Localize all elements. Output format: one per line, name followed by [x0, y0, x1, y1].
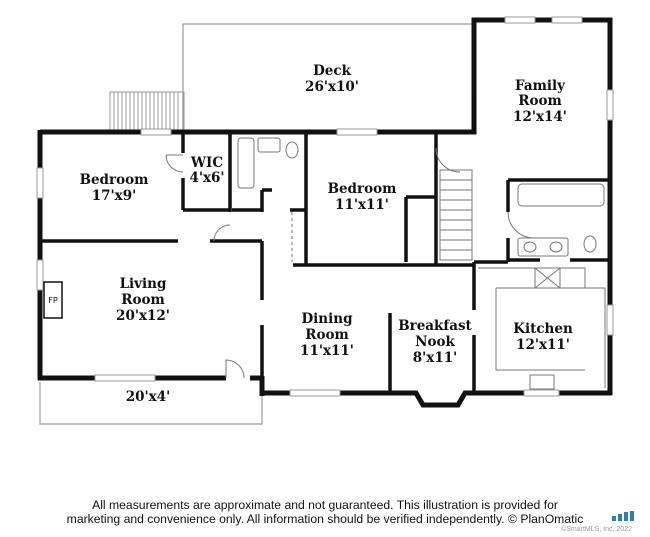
kitchen-name: Kitchen: [513, 321, 573, 337]
bath-fixtures: [237, 137, 605, 257]
bedroom-mid-size: 11'x11': [335, 197, 389, 213]
fireplace-box: [43, 281, 63, 319]
dining-room-size: 11'x11': [300, 343, 354, 359]
doors: [165, 147, 535, 379]
copyright: ©SmartMLS, Inc. 2022: [561, 526, 632, 533]
deck-stairs: [109, 91, 185, 131]
disclaimer-line-1: All measurements are approximate and not…: [92, 498, 558, 512]
stairs: [439, 169, 473, 261]
breakfast-nook-name-2: Nook: [415, 334, 455, 350]
porch-size: 20'x4': [126, 389, 171, 405]
disclaimer: All measurements are approximate and not…: [20, 498, 630, 526]
bedroom-left-size: 17'x9': [92, 188, 137, 204]
living-room-name-1: Living: [120, 276, 167, 292]
bedroom-left-name: Bedroom: [80, 172, 149, 188]
planomatic-logo-icon: [612, 511, 638, 521]
floor-plan: FP Deck 26'x10' Family: [36, 16, 614, 425]
living-room-size: 20'x12': [116, 308, 170, 324]
disclaimer-line-2: marketing and convenience only. All info…: [66, 512, 584, 526]
family-room-name-2: Room: [518, 93, 562, 109]
windows: [36, 16, 614, 397]
fireplace-label: FP: [48, 296, 58, 305]
porch-outline: [39, 382, 263, 425]
dining-room-name-1: Dining: [301, 311, 353, 327]
deck-name: Deck: [313, 63, 352, 79]
interior-walls: [40, 96, 610, 393]
deck-size: 26'x10': [305, 79, 359, 95]
wic-size: 4'x6': [189, 170, 224, 186]
family-room-name-1: Family: [515, 78, 566, 94]
breakfast-nook-name-1: Breakfast: [398, 318, 472, 334]
dining-room-name-2: Room: [305, 327, 349, 343]
bedroom-mid-name: Bedroom: [328, 181, 397, 197]
wic-name: WIC: [190, 155, 223, 171]
breakfast-nook-size: 8'x11': [413, 350, 458, 366]
kitchen-size: 12'x11': [516, 337, 570, 353]
family-room-size: 12'x14': [513, 109, 567, 125]
kitchen-counters: [478, 267, 606, 390]
living-room-name-2: Room: [121, 292, 165, 308]
